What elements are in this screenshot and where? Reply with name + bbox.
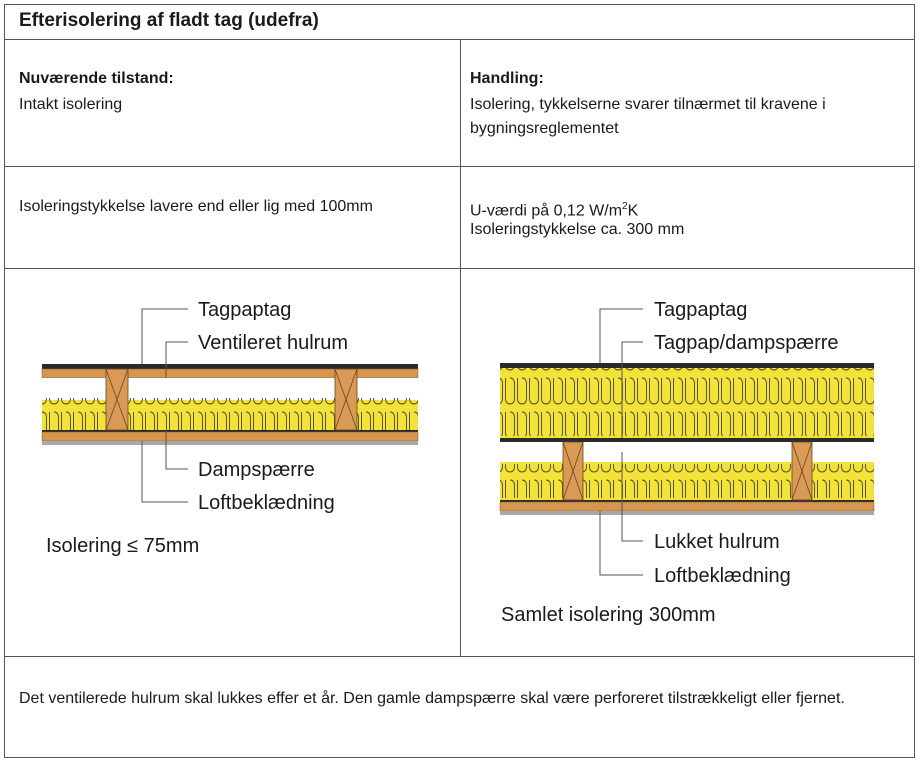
right-new-insulation-pattern-lower: [500, 402, 874, 436]
right-leader-ceiling: [599, 511, 643, 576]
left-leader-roof: [141, 308, 188, 364]
right-old-insulation-pattern: [500, 464, 874, 498]
right-new-insulation-pattern-upper: [500, 368, 874, 402]
right-ceiling-underside: [500, 511, 874, 515]
right-label-membrane: Tagpap/dampspærre: [654, 332, 839, 354]
right-leader-cavity: [621, 452, 643, 542]
divider-row1: [4, 166, 915, 167]
left-roof-section: Tagpaptag Ventileret hulrum Dampspærre L…: [41, 299, 419, 557]
left-leader-ceiling: [141, 441, 188, 503]
footer-note: Det ventilerede hulrum skal lukkes effer…: [19, 690, 845, 707]
right-rafter-2: [791, 441, 813, 501]
column-divider: [460, 39, 461, 656]
left-leader-barrier: [165, 431, 188, 470]
left-label-barrier: Dampspærre: [198, 459, 315, 481]
left-caption: Isolering ≤ 75mm: [46, 535, 199, 557]
right-label-ceiling: Loftbeklædning: [654, 565, 791, 587]
left-insulation-pattern: [42, 398, 418, 432]
right-leader-roof: [599, 308, 643, 363]
left-vapour-barrier: [42, 430, 418, 432]
right-ceiling-board: [499, 501, 875, 512]
current-thickness-text: Isoleringstykkelse lavere end eller lig …: [19, 198, 373, 215]
current-state-text: Intakt isolering: [19, 96, 123, 113]
action-thickness-text: Isoleringstykkelse ca. 300 mm: [470, 221, 685, 238]
right-roof-membrane: [500, 363, 874, 368]
right-leader-membrane: [621, 341, 643, 438]
left-roof-membrane: [42, 364, 418, 369]
divider-title: [4, 39, 915, 40]
right-caption: Samlet isolering 300mm: [501, 604, 716, 626]
u-value-text: U-værdi på 0,12 W/m2K: [470, 195, 638, 223]
left-label-roof: Tagpaptag: [198, 299, 291, 321]
current-state-label: Nuværende tilstand:: [19, 70, 174, 87]
right-closed-cavity: [500, 442, 874, 462]
right-vapour-barrier: [500, 500, 874, 502]
table-frame: [4, 4, 915, 758]
left-ceiling-underside: [42, 441, 418, 445]
left-rafter-2: [334, 368, 358, 431]
left-roof-board: [41, 368, 419, 379]
right-rafter-1: [562, 441, 584, 501]
right-label-roof: Tagpaptag: [654, 299, 747, 321]
action-label: Handling:: [470, 70, 544, 87]
left-rafter-1: [105, 368, 129, 431]
right-roof-felt-barrier: [500, 438, 874, 442]
left-label-cavity: Ventileret hulrum: [198, 332, 348, 354]
right-roof-section: Tagpaptag Tagpap/dampspærre Lukket hulru…: [499, 299, 875, 626]
u-value-exponent: 2: [622, 201, 628, 212]
u-value-prefix: U-værdi på 0,12 W/m: [470, 202, 623, 220]
left-leader-cavity: [165, 341, 188, 378]
document-title: Efterisolering af fladt tag (udefra): [19, 10, 319, 31]
right-label-cavity: Lukket hulrum: [654, 531, 780, 553]
divider-row3: [4, 656, 915, 657]
action-text: Isolering, tykkelserne svarer tilnærmet …: [470, 96, 826, 137]
divider-row2: [4, 268, 915, 269]
left-ceiling-board: [41, 431, 419, 442]
left-ventilated-cavity: [42, 378, 418, 400]
left-label-ceiling: Loftbeklædning: [198, 492, 335, 514]
u-value-suffix: K: [627, 202, 639, 220]
